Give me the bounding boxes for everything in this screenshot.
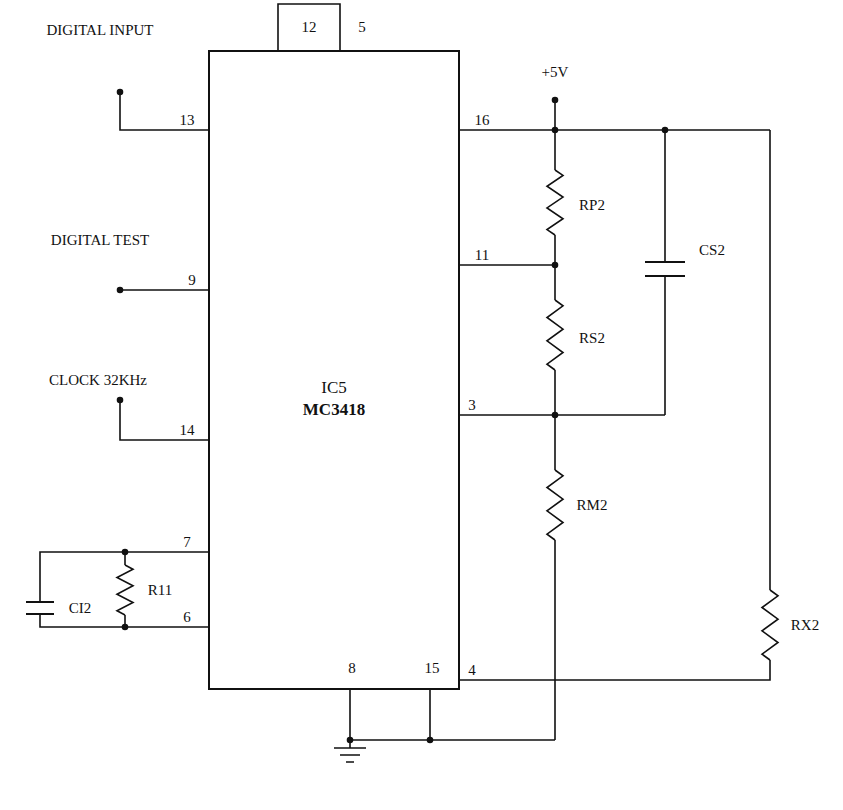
resistor-symbol bbox=[547, 170, 563, 235]
wire bbox=[460, 100, 770, 130]
terminal bbox=[118, 398, 123, 403]
terminal bbox=[118, 288, 123, 293]
part-reference: IC5 bbox=[321, 377, 347, 399]
pin-number: 7 bbox=[183, 535, 191, 550]
resistor-label: RS2 bbox=[579, 331, 605, 346]
pin-number: 3 bbox=[468, 398, 476, 413]
capacitor-symbol bbox=[645, 262, 685, 276]
resistor-symbol bbox=[762, 590, 778, 660]
resistor-label: RX2 bbox=[791, 618, 819, 633]
pin-number: 11 bbox=[475, 248, 489, 263]
resistor-symbol bbox=[547, 300, 563, 370]
junction bbox=[553, 263, 558, 268]
pin-number: 13 bbox=[180, 113, 195, 128]
ic-package: IC5MC3418 bbox=[208, 50, 460, 690]
pin-number: 14 bbox=[180, 423, 195, 438]
ground-symbol bbox=[334, 740, 366, 762]
resistor-label: R11 bbox=[148, 583, 172, 598]
resistor-symbol bbox=[117, 565, 133, 615]
junction bbox=[123, 625, 128, 630]
wire bbox=[460, 264, 555, 266]
signal-name: CLOCK 32KHz bbox=[49, 373, 147, 388]
wire bbox=[664, 130, 666, 415]
resistor-label: RP2 bbox=[579, 198, 605, 213]
junction bbox=[428, 738, 433, 743]
wire bbox=[460, 130, 770, 680]
wire bbox=[350, 690, 555, 740]
resistor-symbol bbox=[547, 470, 563, 540]
signal-name: DIGITAL INPUT bbox=[47, 23, 154, 38]
capacitor-label: CI2 bbox=[69, 601, 92, 616]
wire bbox=[460, 414, 665, 416]
capacitor-symbol bbox=[26, 602, 54, 614]
pin-number: 4 bbox=[468, 663, 476, 678]
supply-label: +5V bbox=[542, 65, 569, 80]
pin-number: 9 bbox=[188, 273, 196, 288]
junction bbox=[553, 413, 558, 418]
wire bbox=[120, 92, 208, 130]
terminal bbox=[118, 90, 123, 95]
pin-number: 12 bbox=[302, 20, 317, 35]
wire bbox=[120, 289, 208, 291]
pin-number: 8 bbox=[348, 661, 356, 676]
capacitor-label: CS2 bbox=[699, 243, 725, 258]
junction bbox=[123, 550, 128, 555]
pin-number: 5 bbox=[358, 20, 366, 35]
signal-name: DIGITAL TEST bbox=[51, 233, 149, 248]
pin-number: 15 bbox=[425, 661, 440, 676]
terminal bbox=[553, 98, 558, 103]
wire bbox=[120, 400, 208, 440]
part-number: MC3418 bbox=[303, 399, 365, 421]
wire bbox=[554, 130, 556, 740]
pin-loop bbox=[278, 4, 340, 50]
pin-number: 6 bbox=[183, 610, 191, 625]
pin-number: 16 bbox=[475, 113, 490, 128]
resistor-label: RM2 bbox=[577, 498, 608, 513]
wire bbox=[40, 552, 208, 602]
